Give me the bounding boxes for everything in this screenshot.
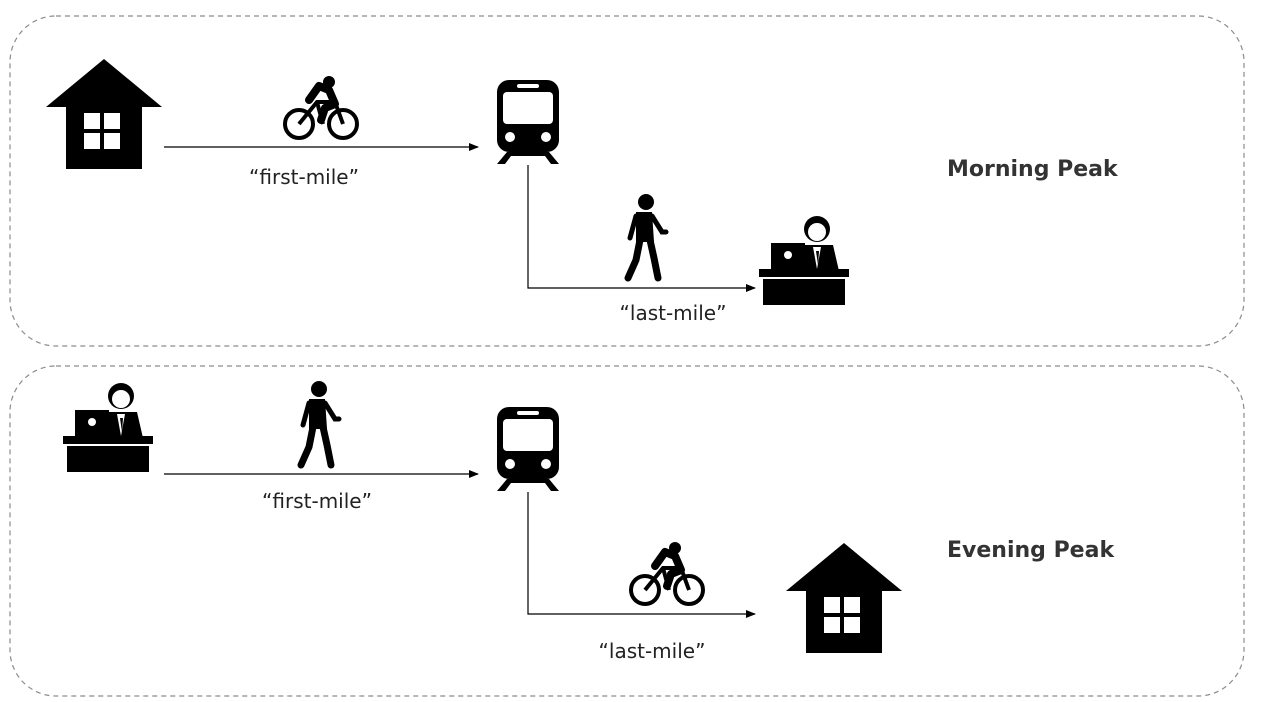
morning-house-icon bbox=[46, 59, 162, 169]
morning-last-mile-label: “last-mile” bbox=[620, 301, 727, 325]
morning-walker-icon bbox=[628, 194, 666, 278]
evening-last-mile-arrow bbox=[527, 492, 756, 618]
evening-peak-title: Evening Peak bbox=[947, 538, 1115, 563]
morning-cyclist-icon bbox=[285, 76, 357, 138]
morning-office-worker-icon bbox=[759, 216, 849, 305]
evening-panel: “first-mile” “last-mile” Evening Peak bbox=[9, 365, 1245, 697]
morning-panel-border bbox=[9, 15, 1245, 347]
morning-last-mile-arrow bbox=[527, 165, 756, 292]
morning-first-mile-label: “first-mile” bbox=[249, 165, 359, 189]
morning-peak-title: Morning Peak bbox=[947, 157, 1119, 182]
evening-last-mile-label: “last-mile” bbox=[599, 639, 706, 663]
evening-train-icon bbox=[497, 407, 559, 491]
evening-office-worker-icon bbox=[63, 383, 153, 472]
morning-panel: “first-mile” “last-mile” Morning Peak bbox=[9, 15, 1245, 347]
morning-train-icon bbox=[497, 80, 559, 164]
evening-cyclist-icon bbox=[631, 542, 703, 604]
evening-house-icon bbox=[786, 543, 902, 653]
evening-panel-border bbox=[9, 365, 1245, 697]
evening-walker-icon bbox=[301, 381, 339, 465]
evening-first-mile-label: “first-mile” bbox=[262, 489, 372, 513]
